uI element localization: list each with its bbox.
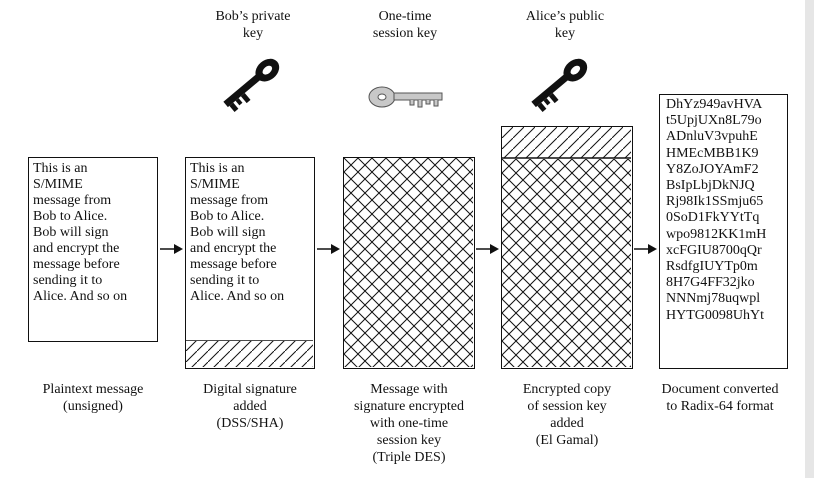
text-line: (Triple DES) [372,450,446,465]
text-line: BsIpLbjDkNJQ [666,178,755,194]
text-line: Bob will sign [33,225,109,240]
text-line: t5UpjUXn8L79o [666,113,762,129]
text-line: 8H7G4FF32jko [666,275,755,291]
text-line: NNNmj78uqwpl [666,291,761,307]
text-line: wpo9812KK1mH [666,226,767,242]
bob-private-key-label: Bob’s private key [215,9,291,41]
text-line: Bob will sign [190,225,266,240]
text-line: message from [33,193,112,208]
text-line: Alice. And so on [190,289,285,304]
text-line: message before [33,257,120,272]
caption-radix64: Document converted to Radix-64 format [640,381,800,415]
text-line: (El Gamal) [535,433,599,448]
text-line: message before [190,257,277,272]
text-line: (unsigned) [63,399,123,414]
key-icon [368,86,443,108]
text-line: to Radix-64 format [666,399,774,414]
text-line: Alice. And so on [33,289,128,304]
text-line: xcFGIU8700qQr [666,242,762,258]
scrollbar[interactable] [805,0,814,478]
arrow-right-icon [476,244,499,254]
digital-signature-block [186,340,313,367]
text-line: S/MIME [190,177,240,192]
text-line: Digital signature [203,382,297,397]
text-line: message from [190,193,269,208]
text-line: RsdfgIUYTp0m [666,259,758,275]
encrypted-message-block [502,159,631,367]
text-line: with one-time [369,416,449,431]
text-line: sending it to [190,273,260,288]
text-line: Bob to Alice. [190,209,265,224]
text-line: This is an [190,161,245,176]
text-line: ADnluV3vpuhE [666,129,758,145]
triple-des-encrypted-block [344,158,473,367]
key-icon [223,58,280,112]
session-key-label: One-time session key [372,9,438,41]
caption-plaintext: Plaintext message (unsigned) [18,381,168,415]
text-line: This is an [33,161,88,176]
encrypted-message-box [343,157,475,369]
caption-encrypted-message: Message with signature encrypted with one-… [334,381,484,466]
text-line: Bob to Alice. [33,209,108,224]
text-line: HMEcMBB1K9 [666,145,759,161]
arrow-right-icon [317,244,340,254]
text-line: Message with [370,382,448,397]
alice-public-key-label: Alice’s public key [525,9,605,41]
el-gamal-session-key-block [502,127,631,159]
text-line: added [550,416,584,431]
text-line: Document converted [661,382,779,397]
text-line: added [233,399,267,414]
text-line: session key [376,433,442,448]
text-line: Y8ZoJOYAmF2 [666,161,759,177]
key-icon [531,58,588,112]
arrow-right-icon [634,244,657,254]
text-line: Rj98Ik1SSmju65 [666,194,764,210]
text-line: and encrypt the [33,241,120,256]
text-line: DhYz949avHVA [666,97,763,112]
caption-encrypted-session-key: Encrypted copy of session key added (El Gam… [492,381,642,449]
text-line: and encrypt the [190,241,277,256]
text-line: sending it to [33,273,103,288]
text-line: (DSS/SHA) [216,416,284,431]
text-line: Encrypted copy [522,382,612,397]
text-line: Plaintext message [42,382,144,397]
encrypted-session-key-box [501,126,633,369]
text-line: HYTG0098UhYt [666,307,764,323]
text-line: S/MIME [33,177,83,192]
text-line: of session key [527,399,607,414]
text-line: 0SoD1FkYYtTq [666,210,760,226]
text-line: signature encrypted [353,399,464,414]
arrow-right-icon [160,244,183,254]
caption-digital-signature: Digital signature added (DSS/SHA) [175,381,325,432]
